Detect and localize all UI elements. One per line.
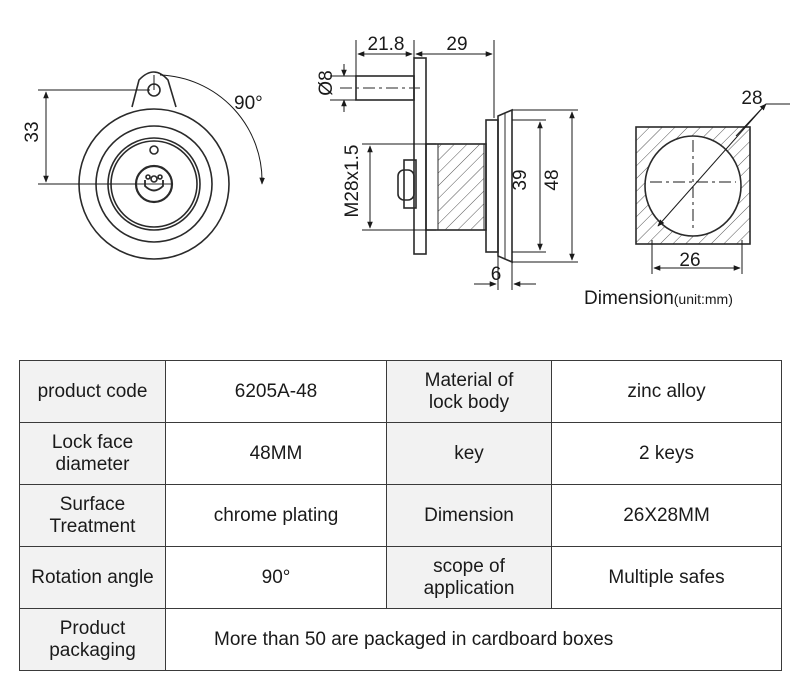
flange: [485, 119, 499, 253]
shaft-diameter-label: Ø8: [316, 70, 337, 95]
spec-value: 6205A-48: [165, 360, 387, 423]
caption-unit: (unit:mm): [673, 291, 733, 307]
spec-label: key: [386, 422, 552, 485]
front-dimensions: [38, 74, 265, 185]
table-row: Surface Treatment chrome plating Dimensi…: [19, 484, 782, 547]
rotation-angle-label: 90°: [234, 93, 263, 114]
spec-value: 48MM: [165, 422, 387, 485]
spec-label: product code: [19, 360, 166, 423]
outer-diameter-label: 48: [542, 169, 563, 190]
table-row: Rotation angle 90° scope of application …: [19, 546, 782, 609]
specification-table: product code 6205A-48 Material of lock b…: [19, 360, 782, 671]
side-dimensions: [330, 40, 578, 290]
table-row: Lock face diameter 48MM key 2 keys: [19, 422, 782, 485]
spec-label: Rotation angle: [19, 546, 166, 609]
spec-value: zinc alloy: [551, 360, 782, 423]
body-length-label: 29: [446, 34, 467, 55]
spec-value: 2 keys: [551, 422, 782, 485]
thread-label: M28x1.5: [342, 145, 363, 218]
spec-label: Product packaging: [19, 608, 166, 671]
flange-thickness-label: 6: [491, 264, 502, 285]
inner-diameter-label: 39: [510, 169, 531, 190]
spec-value: 26X28MM: [551, 484, 782, 547]
mounting-tab: [131, 71, 177, 108]
spec-value-wide: More than 50 are packaged in cardboard b…: [165, 608, 782, 671]
side-view: [340, 57, 513, 264]
cutout-height-label: 28: [741, 88, 762, 109]
front-height-label: 33: [22, 121, 43, 142]
technical-drawing: 33 90°: [22, 34, 790, 290]
spec-label: Material of lock body: [386, 360, 552, 423]
spec-value: chrome plating: [165, 484, 387, 547]
dimension-caption: Dimension(unit:mm): [584, 288, 733, 310]
cutout-view: [635, 126, 751, 245]
spec-label: Dimension: [386, 484, 552, 547]
spec-label: scope of application: [386, 546, 552, 609]
cutout-dimensions: [651, 103, 790, 274]
mounting-plate: [413, 57, 427, 255]
spec-label: Lock face diameter: [19, 422, 166, 485]
table-row: product code 6205A-48 Material of lock b…: [19, 360, 782, 423]
table-row: Product packaging More than 50 are packa…: [19, 608, 782, 671]
caption-title: Dimension: [584, 288, 674, 309]
shaft-length-label: 21.8: [368, 34, 405, 55]
front-view: [78, 71, 230, 260]
spec-label: Surface Treatment: [19, 484, 166, 547]
spec-value: 90°: [165, 546, 387, 609]
cutout-width-label: 26: [679, 250, 700, 271]
spec-value: Multiple safes: [551, 546, 782, 609]
